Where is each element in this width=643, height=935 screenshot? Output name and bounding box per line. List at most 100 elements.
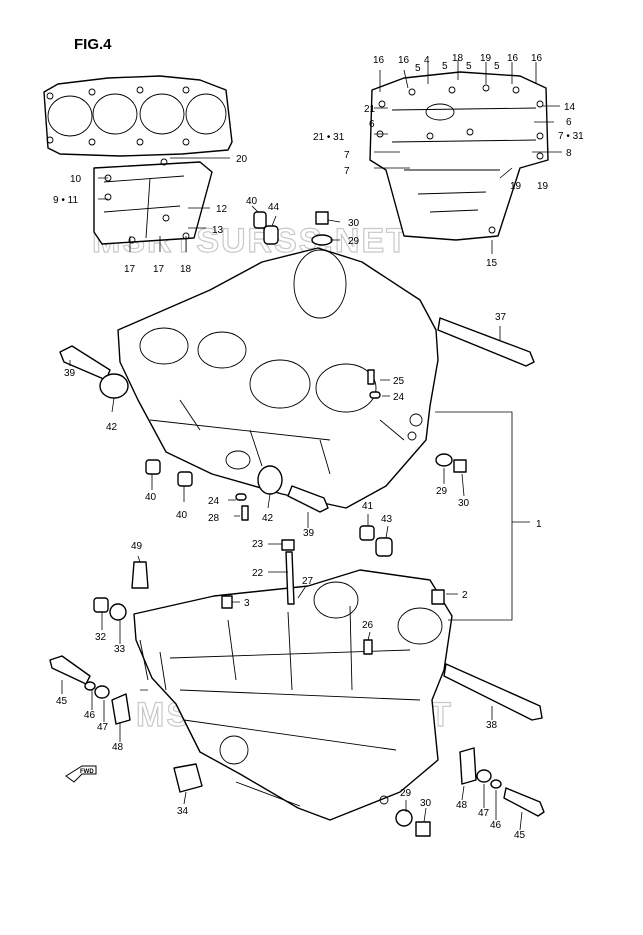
callout-7: 7 [344,150,350,161]
oil-jet-28 [241,505,249,521]
callout-8: 8 [566,148,572,159]
callout-39: 39 [64,368,76,379]
dowel-3 [221,595,233,609]
plug-30-mid [453,459,467,473]
fwd-label: FWD [80,769,94,775]
callout-40: 40 [176,510,188,521]
washer-29-mid [435,453,453,467]
bushing-41 [359,525,375,541]
callout-28: 28 [208,513,220,524]
callout-19: 19 [537,181,549,192]
callout-10: 10 [70,174,82,185]
callout-2: 2 [462,590,468,601]
plug-30-top [315,211,329,225]
callout-5: 5 [494,61,500,72]
callout-30: 30 [348,218,360,229]
callout-48: 48 [456,800,468,811]
callout-39: 39 [303,528,315,539]
callout-18: 18 [452,53,464,64]
bushing-40-a [145,459,161,475]
callout-12: 12 [216,204,228,215]
bracket-48-right [459,747,477,785]
callout-15: 15 [486,258,498,269]
callout-46: 46 [84,710,96,721]
bolt-45-right [503,787,545,817]
callout-42: 42 [262,513,274,524]
callout-27: 27 [302,576,314,587]
cushion-47-right [476,769,492,783]
small-parts [49,211,545,837]
callout-17: 17 [153,264,165,275]
callout-46: 46 [490,820,502,831]
callout-1: 1 [536,519,542,530]
callout-40: 40 [246,196,258,207]
callout-22: 22 [252,568,264,579]
callout-45: 45 [56,696,68,707]
callout-24: 24 [393,392,405,403]
bushing-40-b [177,471,193,487]
callout-43: 43 [381,514,393,525]
plug-30-low [415,821,431,837]
washer-29-low [395,809,413,827]
washer-33 [109,603,127,621]
callout-5: 5 [442,61,448,72]
oil-filter-42-right [257,465,283,495]
cushion-44 [263,225,279,245]
callout-24: 24 [208,496,220,507]
o-ring-24-lower [235,493,247,501]
callout-19: 19 [510,181,522,192]
callout-14: 14 [564,102,576,113]
bracket-48-left [111,693,131,725]
figure-title: FIG.4 [74,36,112,53]
callout-16: 16 [531,53,543,64]
upper-crankcase-drawing [117,247,439,509]
callout-41: 41 [362,501,374,512]
callout-16: 16 [373,55,385,66]
callout-3: 3 [244,598,250,609]
callout-30: 30 [420,798,432,809]
callout-26: 26 [362,620,374,631]
callout-21: 21 [364,104,376,115]
washer-46-left [84,681,96,691]
callout-7-31: 7 • 31 [558,131,584,142]
lower-crankcase-drawing [133,569,453,821]
callout-20: 20 [236,154,248,165]
o-ring-24-upper [369,391,381,399]
callout-45: 45 [514,830,526,841]
oil-filter-42-left [99,373,129,399]
cushion-43 [375,537,393,557]
callout-38: 38 [486,720,498,731]
callout-18: 18 [180,264,192,275]
callout-5: 5 [466,61,472,72]
callout-48: 48 [112,742,124,753]
callout-44: 44 [268,202,280,213]
callout-6: 6 [566,117,572,128]
callout-29: 29 [400,788,412,799]
callout-6: 6 [369,119,375,130]
callout-13: 13 [212,225,224,236]
crankcase-bottom-view-drawing [369,71,549,241]
bolt-38 [443,663,543,721]
head-gasket-drawing [43,75,233,157]
crankcase-base-drawing [93,158,213,245]
jet-26 [363,639,373,655]
callout-21-31: 21 • 31 [313,132,345,143]
callout-19: 19 [480,53,492,64]
forward-arrow-icon: FWD [65,765,97,783]
callout-25: 25 [393,376,405,387]
switch-49 [131,561,149,589]
bolt-39-right [287,485,329,513]
washer-29-top [311,234,333,246]
callout-33: 33 [114,644,126,655]
callout-9-11: 9 • 11 [53,195,78,206]
callout-37: 37 [495,312,507,323]
callout-47: 47 [97,722,109,733]
bolt-37 [437,317,535,367]
callout-labels: 16 16 4 18 19 16 16 5 5 5 5 21 14 6 6 21… [53,53,584,841]
callout-16: 16 [507,53,519,64]
stud-22 [285,551,295,605]
callout-5: 5 [415,63,421,74]
callout-16: 16 [398,55,410,66]
